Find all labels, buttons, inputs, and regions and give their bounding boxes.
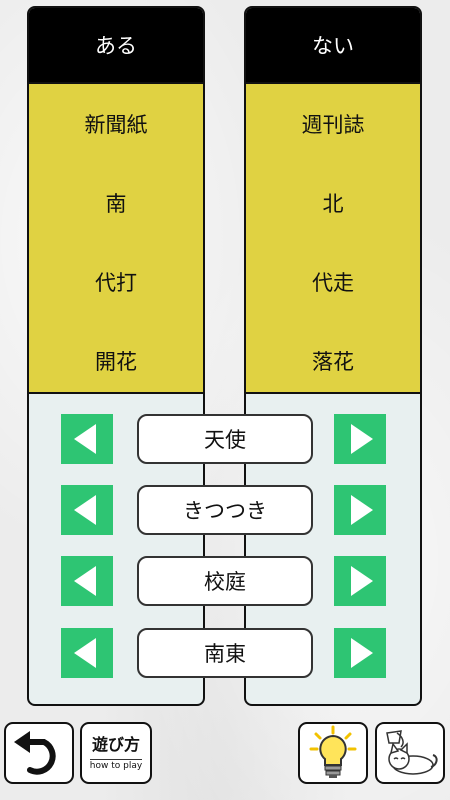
- undo-button[interactable]: [4, 722, 74, 784]
- right-column-nai: ない 週刊誌 北 代走 落花: [244, 6, 422, 706]
- move-left-button[interactable]: [61, 414, 113, 464]
- move-right-button[interactable]: [334, 556, 386, 606]
- right-word: 週刊誌: [301, 113, 365, 137]
- left-word: 新聞紙: [84, 113, 148, 137]
- arrow-left-icon: [74, 495, 96, 525]
- arrow-right-icon: [351, 495, 373, 525]
- move-left-button[interactable]: [61, 485, 113, 535]
- move-right-button[interactable]: [334, 414, 386, 464]
- sort-row-3: 校庭: [0, 556, 450, 608]
- how-to-play-sublabel: how to play: [89, 759, 143, 771]
- arrow-right-icon: [351, 638, 373, 668]
- sort-word-card: 南東: [137, 628, 313, 678]
- cat-icon: [386, 730, 438, 775]
- arrow-left-icon: [74, 638, 96, 668]
- left-column-aru: ある 新聞紙 南 代打 開花: [27, 6, 205, 706]
- left-column-header: ある: [29, 8, 203, 82]
- arrow-left-icon: [74, 424, 96, 454]
- left-word: 開花: [95, 350, 137, 374]
- arrow-left-icon: [74, 566, 96, 596]
- arrow-right-icon: [351, 424, 373, 454]
- left-word: 代打: [95, 271, 137, 295]
- right-word: 北: [322, 192, 344, 216]
- right-word: 落花: [312, 350, 354, 374]
- undo-icon: [14, 731, 56, 775]
- right-column-header: ない: [246, 8, 420, 82]
- move-left-button[interactable]: [61, 556, 113, 606]
- sort-word-card: 校庭: [137, 556, 313, 606]
- move-right-button[interactable]: [334, 628, 386, 678]
- sort-word-card: 天使: [137, 414, 313, 464]
- how-to-play-button[interactable]: 遊び方 how to play: [80, 722, 152, 784]
- right-word: 代走: [312, 271, 354, 295]
- left-word-list: 新聞紙 南 代打 開花: [29, 82, 203, 394]
- sort-word-card: きつつき: [137, 485, 313, 535]
- sort-row-2: きつつき: [0, 485, 450, 537]
- move-right-button[interactable]: [334, 485, 386, 535]
- sort-row-4: 南東: [0, 628, 450, 680]
- cat-button[interactable]: [375, 722, 445, 784]
- move-left-button[interactable]: [61, 628, 113, 678]
- hint-button[interactable]: [298, 722, 368, 784]
- left-word: 南: [105, 192, 127, 216]
- right-word-list: 週刊誌 北 代走 落花: [246, 82, 420, 394]
- lightbulb-icon: [309, 725, 357, 778]
- how-to-play-label: 遊び方: [91, 735, 140, 754]
- arrow-right-icon: [351, 566, 373, 596]
- sort-row-1: 天使: [0, 414, 450, 466]
